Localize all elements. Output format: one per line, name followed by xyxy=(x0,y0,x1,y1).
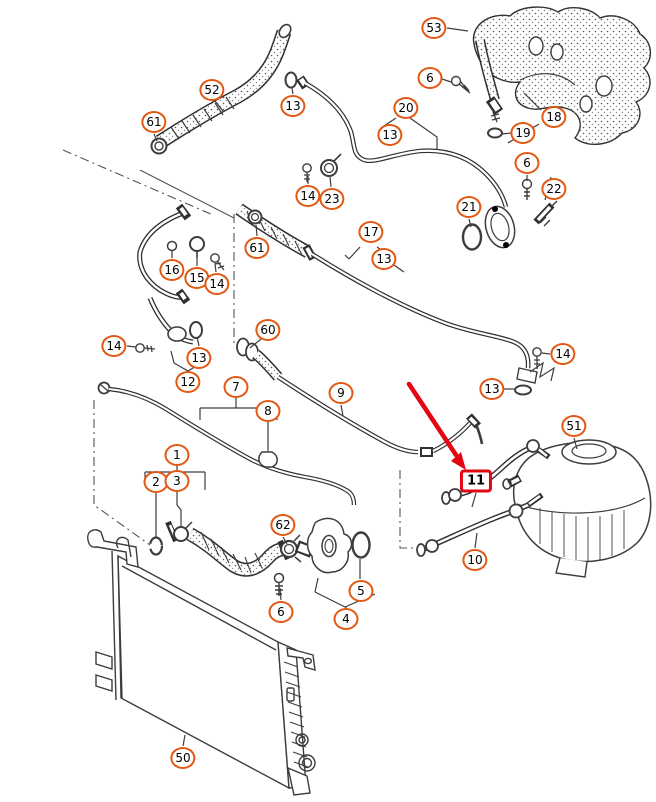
callout-13[interactable]: 13 xyxy=(186,347,212,369)
callout-14[interactable]: 14 xyxy=(204,273,230,295)
pipe-20-drawing xyxy=(284,71,509,208)
callout-3[interactable]: 3 xyxy=(164,470,190,492)
callout-21[interactable]: 21 xyxy=(456,196,482,218)
pipe-9-drawing xyxy=(236,337,484,457)
pipe-17-drawing xyxy=(235,203,555,396)
leader-lines xyxy=(126,27,578,747)
callout-13[interactable]: 13 xyxy=(280,95,306,117)
callout-13[interactable]: 13 xyxy=(479,378,505,400)
callout-19[interactable]: 19 xyxy=(510,122,536,144)
callout-14[interactable]: 14 xyxy=(101,335,127,357)
callout-14[interactable]: 14 xyxy=(550,343,576,365)
callout-13[interactable]: 13 xyxy=(371,248,397,270)
callout-4[interactable]: 4 xyxy=(333,608,359,630)
callout-9[interactable]: 9 xyxy=(328,382,354,404)
engine-hose-53-drawing xyxy=(450,6,651,251)
callout-50[interactable]: 50 xyxy=(170,747,196,769)
callout-13[interactable]: 13 xyxy=(377,124,403,146)
callout-61[interactable]: 61 xyxy=(141,111,167,133)
callout-14[interactable]: 14 xyxy=(295,185,321,207)
upper-hose-52-drawing xyxy=(150,23,292,155)
callout-10[interactable]: 10 xyxy=(462,549,488,571)
callout-12[interactable]: 12 xyxy=(175,371,201,393)
callout-23[interactable]: 23 xyxy=(319,188,345,210)
highlighted-callout-label: 11 xyxy=(466,473,486,489)
callout-6[interactable]: 6 xyxy=(268,601,294,623)
callout-22[interactable]: 22 xyxy=(541,178,567,200)
red-arrow xyxy=(406,381,466,470)
callout-7[interactable]: 7 xyxy=(223,376,249,398)
left-pipes-drawing xyxy=(135,203,225,353)
callout-1[interactable]: 1 xyxy=(164,444,190,466)
callout-51[interactable]: 51 xyxy=(561,415,587,437)
callout-20[interactable]: 20 xyxy=(393,97,419,119)
callout-53[interactable]: 53 xyxy=(421,17,447,39)
lower-hose-1-assembly-drawing xyxy=(148,517,371,596)
pipe-7-drawing xyxy=(97,381,357,506)
callout-6[interactable]: 6 xyxy=(514,152,540,174)
radiator-50-drawing xyxy=(87,529,316,796)
construction-lines xyxy=(62,149,417,549)
callout-16[interactable]: 16 xyxy=(159,259,185,281)
callout-6[interactable]: 6 xyxy=(417,67,443,89)
callout-8[interactable]: 8 xyxy=(255,400,281,422)
expansion-tank-51-drawing xyxy=(502,439,652,578)
callout-17[interactable]: 17 xyxy=(358,221,384,243)
highlighted-callout-11[interactable]: 11 xyxy=(459,469,493,493)
callout-5[interactable]: 5 xyxy=(348,580,374,602)
callout-18[interactable]: 18 xyxy=(541,106,567,128)
callout-62[interactable]: 62 xyxy=(270,514,296,536)
callout-61[interactable]: 61 xyxy=(244,237,270,259)
hose-10-drawing xyxy=(416,492,544,557)
callout-52[interactable]: 52 xyxy=(199,79,225,101)
callout-60[interactable]: 60 xyxy=(255,319,281,341)
